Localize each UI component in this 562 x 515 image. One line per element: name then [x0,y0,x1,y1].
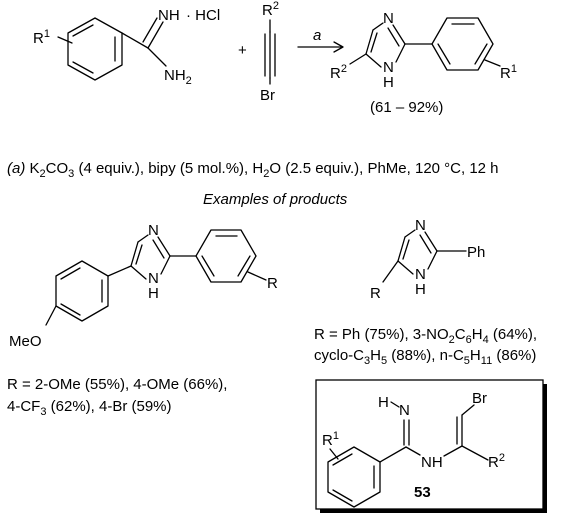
aromatic-bond [72,24,94,37]
NH-label: NH [158,7,180,24]
section-title: Examples of products [203,191,348,208]
R-label: R [370,285,381,302]
product-imidazole: N N H R2 R1 [330,10,517,91]
benzene-ring [67,17,123,81]
R-label: R [267,275,278,292]
imidazole-bond [395,43,406,63]
example1-structure: N N H R MeO [9,222,278,350]
bond-ring-to-amidine [121,32,149,49]
imidazole-bond [392,24,406,45]
R2-label: R2 [330,63,347,82]
reactant-bromoalkyne: R2 Br [260,0,279,104]
compound-number: 53 [414,484,431,501]
imidazole-bond [372,22,384,31]
aromatic-bond [437,43,451,65]
imidazole-NH: N [148,270,159,287]
example1-results-line1: R = 2-OMe (55%), 4-OMe (66%), [7,376,228,393]
H-label: H [378,394,389,411]
Br-label: Br [260,87,275,104]
R2-label: R2 [488,452,505,471]
bond-to-R2 [349,53,367,65]
imidazole-NH: N [415,266,426,283]
benzene-ring [431,17,494,71]
example2-results-line1: R = Ph (75%), 3-NO2C6H4 (64%), [314,326,538,346]
reactant-benzamidine: R1 NH · HCl NH2 [33,7,220,87]
R2-label: R2 [262,0,279,19]
imidazole-H: H [148,285,159,302]
phenyl-label: Ph [467,244,485,261]
imidazole-H: H [415,281,426,298]
imidazole-N: N [415,217,426,234]
bond-to-NH2 [147,47,167,67]
N-label: N [399,402,410,419]
R1-label: R1 [33,28,50,47]
reaction-arrow: a [297,27,344,53]
NH2-label: NH2 [164,67,192,87]
R1-label: R1 [500,63,517,82]
HCl-label: · HCl [186,7,220,24]
arrow-label: a [313,27,321,44]
imidazole-bond [365,53,382,68]
imidazole-N: N [383,10,394,27]
conditions-label: (a) [7,160,26,177]
double-bond-to-NH [142,17,158,43]
imidazole-N: N [148,222,159,239]
Br-label: Br [472,390,487,407]
imidazole-NH: N [383,59,394,76]
imidazole-bond [387,27,400,47]
example2-structure: N N H Ph R [370,217,485,302]
imidazole-bond [365,29,374,55]
imidazole-bond [370,32,378,53]
example2-results-line2: cyclo-C3H5 (88%), n-C5H11 (86%) [314,347,537,367]
example1-results-line2: 4-CF3 (62%), 4-Br (59%) [7,398,172,418]
double-bond-to-NH [147,21,164,49]
methoxy-label: MeO [9,333,42,350]
R1-label: R1 [322,430,339,449]
yield-range: (61 – 92%) [370,99,443,116]
NH-label: NH [421,454,443,471]
intermediate-box [315,379,544,510]
plus-sign: + [238,42,247,59]
bond-to-R1 [484,59,501,67]
aromatic-bond [72,61,94,74]
intermediate-53: H N R1 NH Br R2 53 [315,379,547,513]
bond-to-R1 [57,36,73,44]
reaction-conditions: (a) K2CO3 (4 equiv.), bipy (5 mol.%), H2… [7,160,499,180]
imidazole-H: H [383,74,394,91]
aromatic-bond [474,43,488,65]
